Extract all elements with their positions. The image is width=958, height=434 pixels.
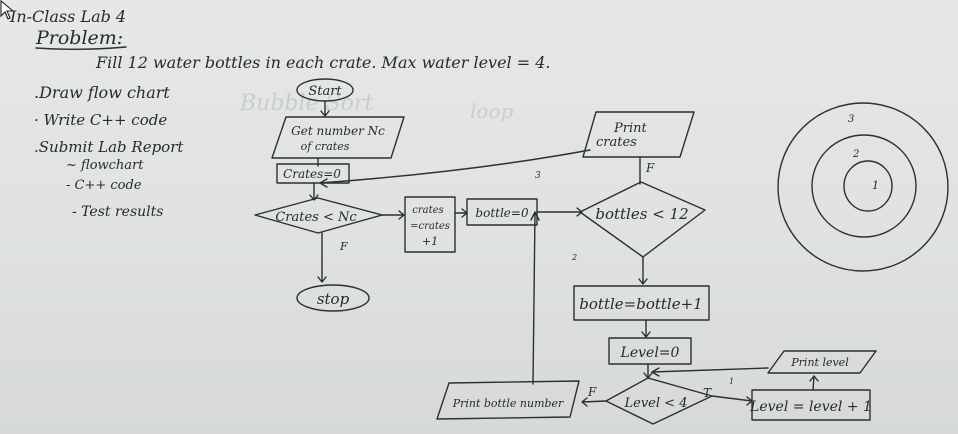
subtask-code: - C++ code [66,178,142,193]
task-write: · Write C++ code [34,111,167,129]
level-true-label: T [703,386,712,400]
print-level-box [767,350,877,374]
flow-arrow-true [638,256,648,285]
subtask-flowchart: ~ flowchart [66,158,144,173]
ring-inner-label: 1 [872,179,879,192]
start-label: Start [308,84,342,99]
lab-title: In-Class Lab 4 [9,7,126,26]
init-bottle-label: bottle=0 [475,206,529,220]
flow-arrow-true [711,395,753,406]
flow-arrow-true [381,210,405,220]
task-draw: .Draw flow chart [34,83,170,102]
flow-arrow-false [317,232,327,283]
print-crates-box [582,111,695,158]
input-line2: of crates [301,140,350,153]
crates-decision-label: Crates < Nc [275,210,357,225]
flow-arrow-back-to-crates [319,149,591,188]
problem-statement: Fill 12 water bottles in each crate. Max… [95,53,551,72]
flow-arrow [454,208,468,218]
print-bottle-box [436,380,580,420]
crates-false-label: F [339,240,348,253]
erased-text: loop [470,99,513,123]
inc-level-box [751,389,871,421]
flow-arrow-back-to-bottles [530,211,540,385]
input-crates-box [271,116,405,159]
init-crates-label: Crates=0 [283,167,341,181]
inc-level-label: Level = level + 1 [749,399,872,415]
stop-label: stop [317,290,350,308]
flow-arrow [643,363,653,379]
bottles-false-label: F [645,161,655,175]
margin-note: 1 [729,377,734,386]
margin-note: 3 [535,171,541,181]
ring-middle-label: 2 [852,149,859,160]
init-level-label: Level=0 [620,345,680,361]
inc-crates-line1: crates [412,205,443,216]
ring-outer-label: 3 [848,114,854,125]
inc-crates-box [404,196,456,253]
print-bottle-label: Print bottle number [452,397,564,410]
flow-arrow [320,100,330,117]
problem-underline [35,46,127,50]
input-line1: Get number Nc [291,124,385,138]
task-submit: .Submit Lab Report [34,138,184,156]
inc-bottle-box [573,285,710,321]
init-crates-box [276,163,350,184]
flow-arrow [309,182,319,201]
inc-bottle-label: bottle=bottle+1 [579,295,702,313]
ring-middle [811,134,917,238]
flow-arrow-false [581,397,607,407]
print-crates-line2: crates [596,135,637,150]
erased-text: Bubble Sort [239,91,373,116]
print-crates-line1: Print [613,121,647,136]
ring-outer [777,102,949,272]
stop-terminal [296,284,370,312]
level-decision-label: Level < 4 [624,396,688,411]
mouse-pointer-icon [0,0,14,20]
flow-arrow [809,375,819,391]
flow-arrow [536,207,583,217]
ring-inner [843,160,893,212]
init-level-box [608,337,692,365]
margin-note: 2 [571,253,577,262]
inc-crates-line3: +1 [422,235,438,248]
flow-arrow [641,319,651,338]
bottles-decision-label: bottles < 12 [595,205,688,223]
problem-label: Problem: [35,27,123,49]
flow-arrow-back-to-level [651,367,769,377]
bottles-decision [579,181,706,258]
level-false-label: F [587,385,597,399]
subtask-tests: - Test results [72,204,163,220]
inc-crates-line2: =crates [410,221,450,232]
print-level-label: Print level [790,356,849,369]
